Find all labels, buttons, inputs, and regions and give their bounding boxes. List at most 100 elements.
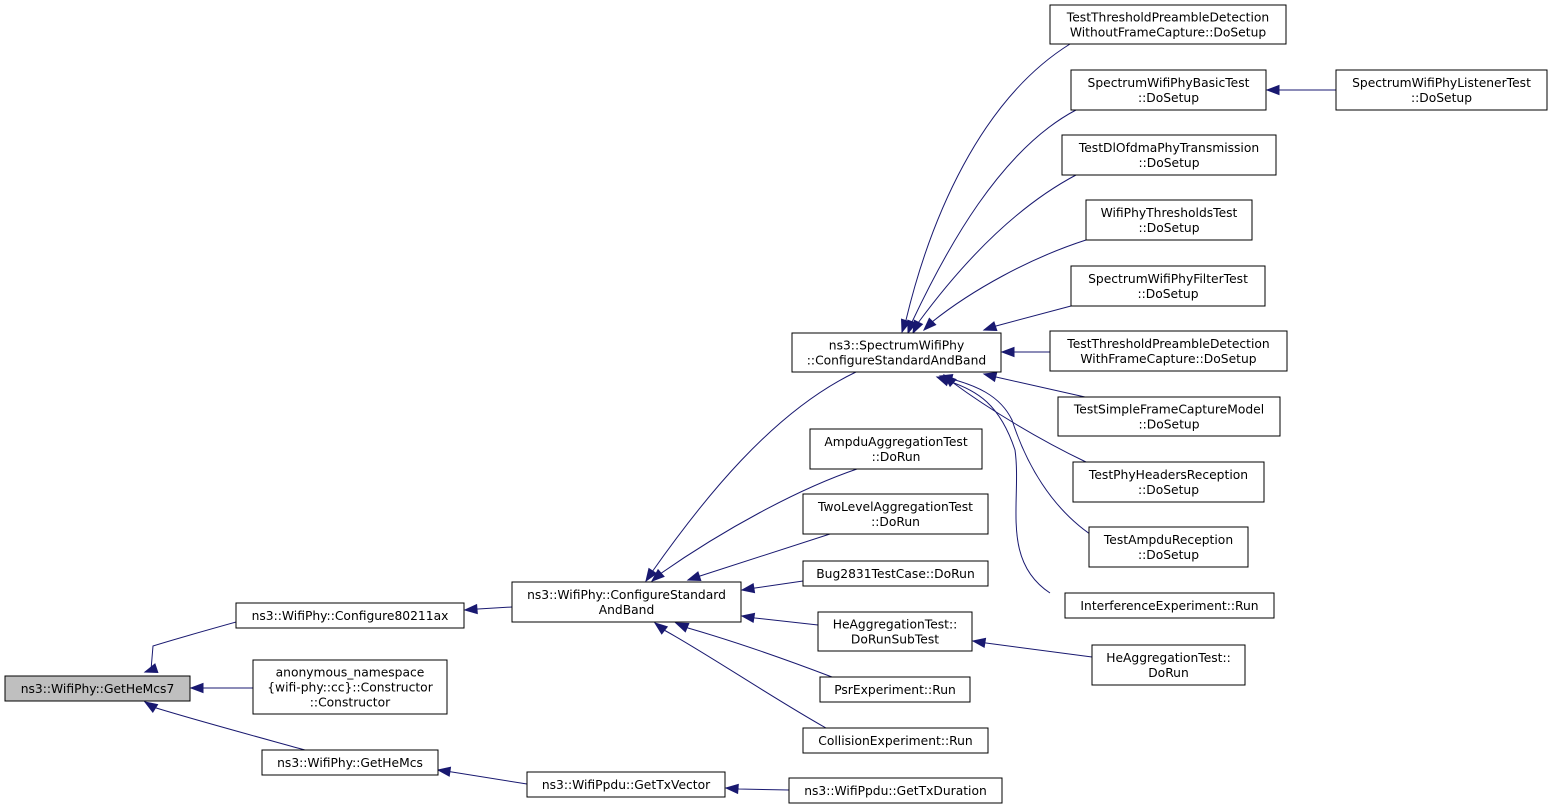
node-label: AmpduAggregationTest bbox=[824, 435, 967, 449]
arrowhead-icon bbox=[686, 571, 702, 582]
node-box bbox=[1070, 265, 1266, 307]
node-label: ns3::WifiPhy::GetHeMcs7 bbox=[21, 682, 175, 696]
node-label: ::DoRun bbox=[872, 450, 921, 464]
edge-n15-to-n6 bbox=[907, 109, 1077, 335]
arrowhead-icon bbox=[653, 622, 669, 635]
node-box bbox=[1085, 199, 1253, 241]
node-box bbox=[252, 659, 448, 715]
edge-n8-to-n4 bbox=[686, 533, 831, 582]
node-label: ns3::WifiPhy::ConfigureStandard bbox=[527, 588, 726, 602]
graph-node[interactable]: HeAggregationTest::DoRun bbox=[1091, 644, 1246, 686]
edge-n10-to-n4 bbox=[740, 612, 819, 626]
arrowhead-icon bbox=[645, 567, 658, 583]
node-label: ::DoSetup bbox=[1138, 418, 1199, 432]
graph-node[interactable]: WifiPhyThresholdsTest::DoSetup bbox=[1085, 199, 1253, 241]
node-label: Bug2831TestCase::DoRun bbox=[816, 567, 975, 581]
node-label: ::DoSetup bbox=[1138, 156, 1199, 170]
edge-n4-to-n1 bbox=[463, 603, 513, 615]
edges-layer bbox=[143, 43, 1336, 795]
node-box bbox=[1049, 330, 1288, 372]
edge-line bbox=[983, 305, 1072, 331]
node-box bbox=[1049, 4, 1287, 45]
arrowhead-icon bbox=[189, 682, 204, 694]
node-label: CollisionExperiment::Run bbox=[818, 734, 972, 748]
node-label: AndBand bbox=[599, 603, 655, 617]
node-label: SpectrumWifiPhyFilterTest bbox=[1088, 272, 1248, 286]
root-node[interactable]: ns3::WifiPhy::GetHeMcs7 bbox=[4, 675, 191, 702]
graph-node[interactable]: SpectrumWifiPhyFilterTest::DoSetup bbox=[1070, 265, 1266, 307]
node-label: TestThresholdPreambleDetection bbox=[1066, 11, 1269, 25]
node-box bbox=[791, 332, 1002, 373]
arrowhead-icon bbox=[143, 701, 159, 714]
node-label: ns3::SpectrumWifiPhy bbox=[829, 339, 964, 353]
graph-node[interactable]: Bug2831TestCase::DoRun bbox=[802, 560, 989, 587]
arrowhead-icon bbox=[982, 371, 998, 383]
edge-n3-to-n0 bbox=[143, 701, 306, 751]
node-label: SpectrumWifiPhyBasicTest bbox=[1088, 76, 1250, 90]
graph-node[interactable]: CollisionExperiment::Run bbox=[802, 727, 989, 754]
graph-node[interactable]: TestThresholdPreambleDetectionWithFrameC… bbox=[1049, 330, 1288, 372]
graph-node[interactable]: TestPhyHeadersReception::DoSetup bbox=[1072, 461, 1265, 503]
node-box bbox=[1070, 69, 1267, 111]
node-box bbox=[1091, 644, 1246, 686]
graph-node[interactable]: ns3::WifiPhy::Configure80211ax bbox=[235, 602, 465, 629]
edge-n12-to-n4 bbox=[653, 622, 827, 729]
graph-node[interactable]: SpectrumWifiPhyListenerTest::DoSetup bbox=[1335, 69, 1548, 111]
graph-node[interactable]: ns3::WifiPhy::GetHeMcs bbox=[261, 749, 439, 776]
node-box bbox=[802, 560, 989, 587]
edge-n2-to-n0 bbox=[189, 682, 253, 694]
node-label: ::DoSetup bbox=[1138, 221, 1199, 235]
graph-node[interactable]: ns3::WifiPpdu::GetTxDuration bbox=[788, 777, 1003, 804]
node-label: ::DoRun bbox=[871, 515, 920, 529]
edge-line bbox=[972, 640, 1093, 658]
graph-node[interactable]: TestThresholdPreambleDetectionWithoutFra… bbox=[1049, 4, 1287, 45]
node-box bbox=[261, 749, 439, 776]
arrowhead-icon bbox=[982, 321, 998, 332]
node-label: anonymous_namespace bbox=[276, 666, 425, 680]
arrowhead-icon bbox=[650, 568, 665, 582]
arrowhead-icon bbox=[1000, 346, 1015, 358]
graph-node[interactable]: TwoLevelAggregationTest::DoRun bbox=[802, 493, 989, 535]
edge-n6-to-n4 bbox=[645, 371, 857, 583]
node-label: ns3::WifiPhy::Configure80211ax bbox=[252, 609, 449, 623]
arrowhead-icon bbox=[971, 637, 987, 649]
arrowhead-icon bbox=[143, 663, 159, 674]
graph-node[interactable]: HeAggregationTest::DoRunSubTest bbox=[817, 611, 973, 652]
node-label: WithoutFrameCapture::DoSetup bbox=[1070, 26, 1267, 40]
edge-line bbox=[901, 43, 1071, 333]
graph-node[interactable]: AmpduAggregationTest::DoRun bbox=[809, 428, 983, 470]
graph-node[interactable]: TestSimpleFrameCaptureModel::DoSetup bbox=[1057, 396, 1281, 437]
graph-node[interactable]: ns3::SpectrumWifiPhy::ConfigureStandardA… bbox=[791, 332, 1002, 373]
graph-node[interactable]: ns3::WifiPpdu::GetTxVector bbox=[526, 771, 726, 798]
node-label: ::DoSetup bbox=[1138, 91, 1199, 105]
node-label: ::ConfigureStandardAndBand bbox=[807, 354, 986, 368]
node-label: ::DoSetup bbox=[1138, 548, 1199, 562]
node-box bbox=[802, 493, 989, 535]
node-box bbox=[788, 777, 1003, 804]
graph-node[interactable]: anonymous_namespace{wifi-phy::cc}::Const… bbox=[252, 659, 448, 715]
node-label: ns3::WifiPpdu::GetTxDuration bbox=[804, 784, 987, 798]
edge-n18-to-n6 bbox=[982, 305, 1072, 332]
edge-line bbox=[936, 376, 1051, 594]
graph-node[interactable]: SpectrumWifiPhyBasicTest::DoSetup bbox=[1070, 69, 1267, 111]
edge-line bbox=[943, 374, 1087, 463]
node-label: TestSimpleFrameCaptureModel bbox=[1073, 403, 1264, 417]
node-label: ::DoSetup bbox=[1411, 91, 1472, 105]
node-box bbox=[1335, 69, 1548, 111]
graph-node[interactable]: TestDlOfdmaPhyTransmission::DoSetup bbox=[1061, 134, 1277, 176]
node-label: TestPhyHeadersReception bbox=[1088, 468, 1248, 482]
node-label: {wifi-phy::cc}::Constructor bbox=[267, 681, 433, 695]
graph-node[interactable]: ns3::WifiPhy::ConfigureStandardAndBand bbox=[511, 581, 742, 623]
edge-n25-to-n10 bbox=[971, 637, 1093, 658]
node-label: HeAggregationTest:: bbox=[1106, 651, 1231, 665]
edge-n23-to-n6 bbox=[935, 376, 1051, 594]
graph-node[interactable]: TestAmpduReception::DoSetup bbox=[1088, 526, 1249, 568]
arrowhead-icon bbox=[935, 376, 951, 387]
graph-node[interactable]: PsrExperiment::Run bbox=[819, 676, 971, 703]
graph-node[interactable]: InterferenceExperiment::Run bbox=[1064, 592, 1275, 619]
edge-line bbox=[437, 769, 528, 785]
node-label: TestThresholdPreambleDetection bbox=[1066, 337, 1269, 351]
node-label: WifiPhyThresholdsTest bbox=[1101, 206, 1238, 220]
node-box bbox=[802, 727, 989, 754]
edge-line bbox=[907, 109, 1077, 334]
